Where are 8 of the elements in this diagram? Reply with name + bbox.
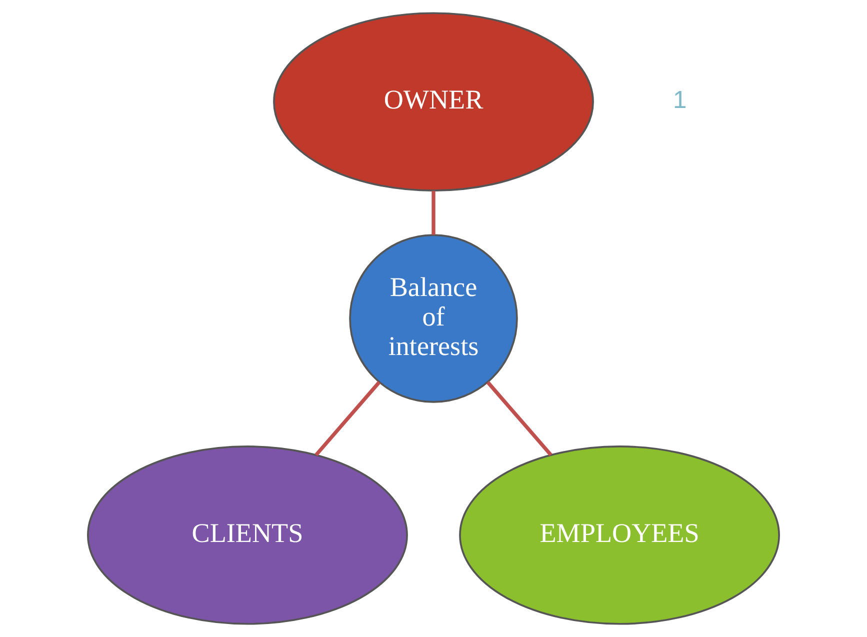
node-circle: Balance of interests <box>349 234 518 403</box>
label: 1 <box>673 86 687 114</box>
connector <box>432 190 436 235</box>
node-ellipse: OWNER <box>273 12 594 192</box>
node-ellipse: CLIENTS <box>87 446 408 625</box>
connector <box>486 381 552 456</box>
connector <box>314 381 381 456</box>
node-ellipse: EMPLOYEES <box>459 446 780 625</box>
